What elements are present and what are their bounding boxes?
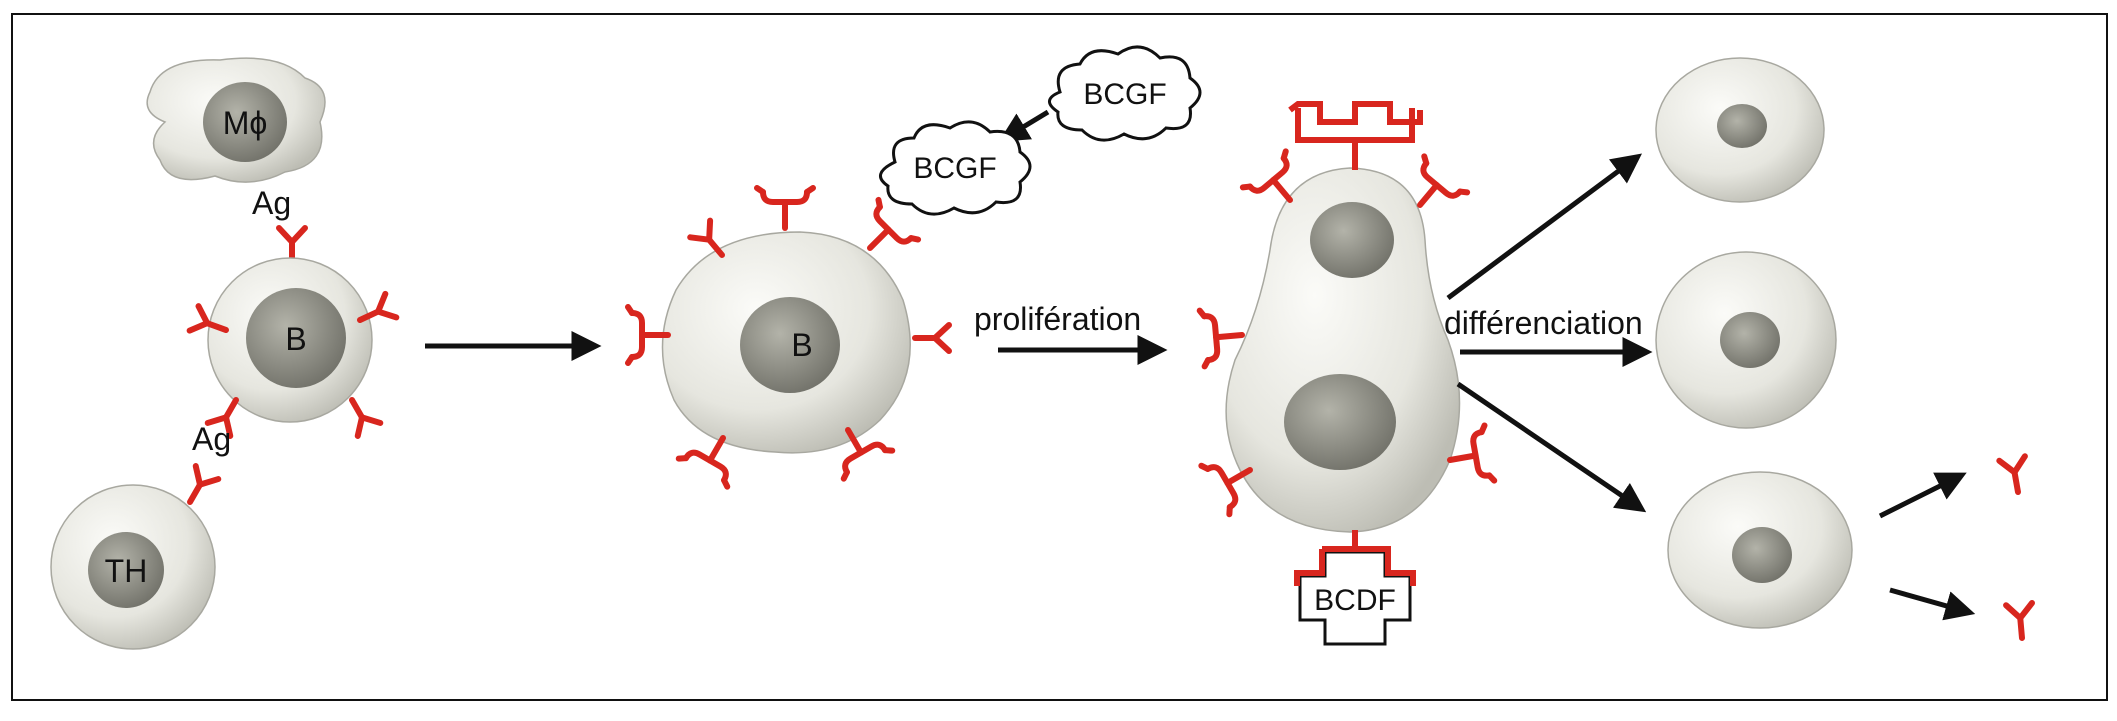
macrophage-nucleus (203, 82, 287, 162)
secretion-arrow-2 (1889, 587, 1976, 621)
b-cell-resting-nucleus (246, 288, 346, 388)
bcgf-cloud-bound: BCGF (879, 120, 1032, 216)
free-antibody-icon (2006, 603, 2035, 639)
b-cell-dividing (1225, 167, 1461, 533)
b-cell-label-2: B (791, 327, 812, 363)
antigen-label-bottom: Ag (192, 421, 231, 457)
b-cell-dividing-nucleus-bottom (1284, 374, 1396, 470)
antigen-label-top: Ag (252, 185, 291, 221)
helper-t-label: TH (105, 553, 148, 589)
differentiated-cell-middle (1655, 251, 1837, 429)
bcgf-cloud-top: BCGF (1048, 45, 1202, 142)
b-cell-resting: B (207, 257, 373, 423)
process-label-proliferation: prolifération (974, 301, 1141, 337)
dividing-cell-top-receptor-icon (1288, 101, 1423, 170)
th-antigen-receptor-icon (179, 466, 219, 508)
b-cell-dividing-nucleus-top (1310, 202, 1394, 278)
b-cell-label-1: B (285, 321, 306, 357)
bcdf-cross-receptor: BCDF (1294, 530, 1416, 646)
macrophage-label: Mϕ (223, 105, 268, 141)
macrophage-antigen-receptor-icon (279, 228, 305, 262)
process-label-differentiation: différenciation (1444, 305, 1643, 341)
differentiation-arrow-down (1456, 381, 1647, 513)
plasma-cell-bottom (1667, 471, 1853, 629)
free-antibody-icon (1999, 456, 2031, 494)
b-cell-activated-receptor-icon (915, 325, 949, 351)
b-cell-activated-nucleus (740, 297, 840, 393)
helper-t-nucleus (88, 532, 164, 608)
helper-t-cell: TH (50, 484, 216, 650)
figure-frame (11, 13, 2108, 701)
b-cell-activated: B (661, 231, 911, 454)
b-cell-activated-receptor-icon (757, 188, 813, 228)
bcgf-label-top: BCGF (1083, 78, 1166, 111)
bcdf-label: BCDF (1314, 584, 1396, 617)
secretion-arrow-1 (1878, 472, 1967, 519)
bcgf-label-bound: BCGF (913, 152, 996, 185)
memory-cell-top (1655, 57, 1825, 203)
differentiation-arrow-up (1446, 153, 1643, 301)
macrophage-cell: Mϕ (146, 57, 326, 183)
